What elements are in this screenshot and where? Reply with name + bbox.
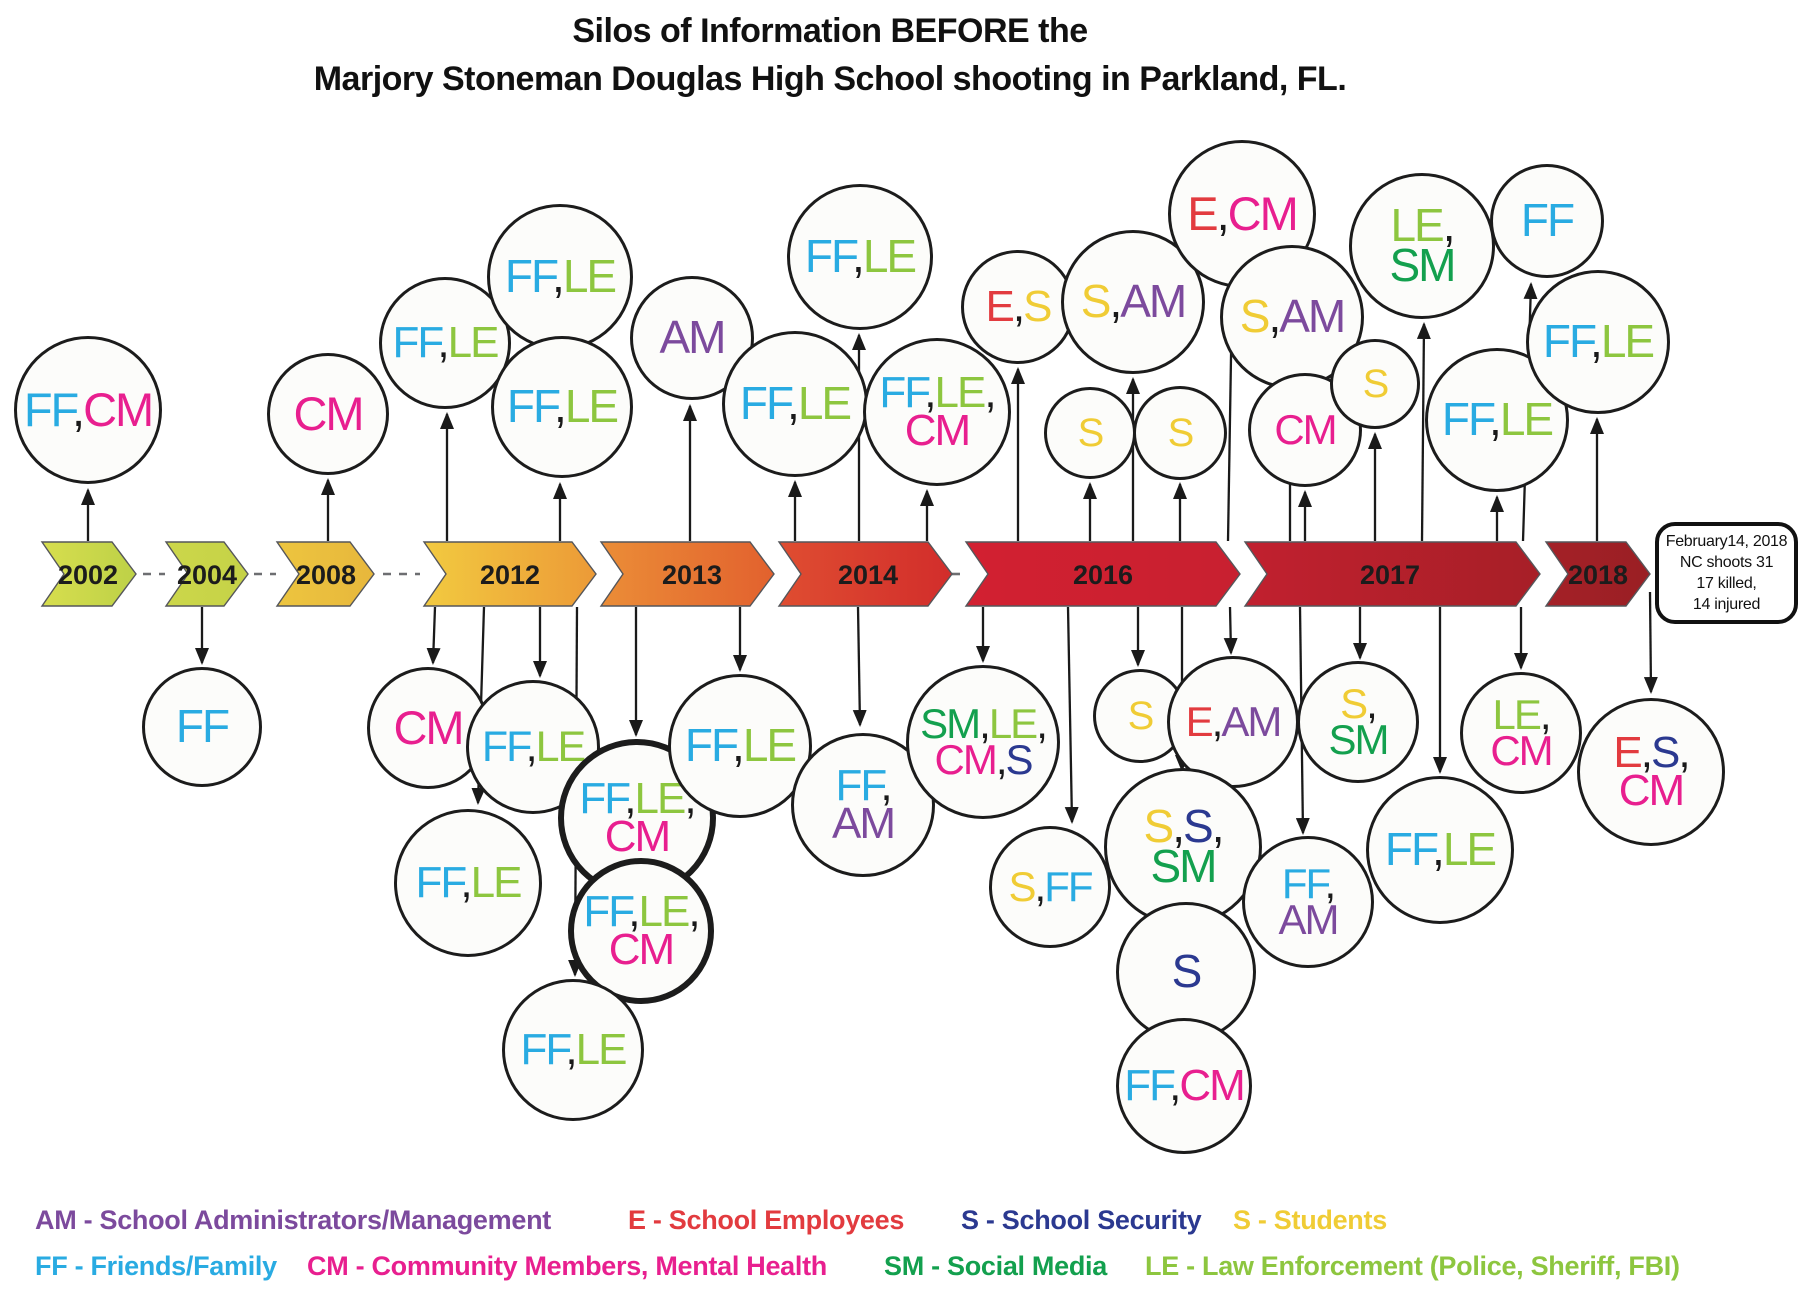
timeline-year-2004: 2004 xyxy=(177,560,237,590)
timeline-segment-2018 xyxy=(1544,541,1651,607)
bubble-ff-2004: FF xyxy=(142,667,262,787)
connector-arrow xyxy=(1064,606,1079,824)
legend-item-sm: SM - Social Media xyxy=(884,1251,1107,1281)
callout-line-date: February14, 2018 xyxy=(1665,532,1788,550)
timeline-year-2013: 2013 xyxy=(662,560,722,590)
bubble-ff-le-2017-up: FF,LE xyxy=(1425,348,1569,492)
callout-line-event: NC shoots 31 xyxy=(1679,553,1774,571)
bubble-ff-le-2012-f: FF,LE xyxy=(502,979,644,1121)
bubble-ff-le-2012-a: FF,LE xyxy=(379,277,511,409)
timeline-year-2018: 2018 xyxy=(1568,560,1628,590)
timeline-segment-2016 xyxy=(964,541,1241,607)
timeline-segment-2013 xyxy=(599,541,775,607)
bubble-ff-le-cm-2014: FF,LE,CM xyxy=(863,338,1011,486)
timeline-year-2002: 2002 xyxy=(58,560,118,590)
bubble-le-cm-2017: LE,CM xyxy=(1460,672,1582,794)
legend-item-cm: CM - Community Members, Mental Health xyxy=(307,1251,827,1281)
bubble-ff-le-2017-dn: FF,LE xyxy=(1366,776,1514,924)
bubble-ff-am-2014: FF,AM xyxy=(791,733,935,877)
bubble-ff-le-2014-a: FF,LE xyxy=(722,331,868,477)
connector-arrow xyxy=(1416,322,1431,542)
bubble-ff-cm-2016: FF,CM xyxy=(1116,1018,1252,1154)
callout-line-injured: 14 injured xyxy=(1692,596,1761,614)
connector-arrow xyxy=(1223,606,1238,655)
bubble-s-sm-2017: S,SM xyxy=(1297,661,1419,783)
bubble-ff-le-2013: FF,LE xyxy=(668,674,812,818)
bubble-ff-le-2012-c: FF,LE xyxy=(491,336,633,478)
bubble-le-sm-2017: LE,SM xyxy=(1349,173,1495,319)
title-line-2: Marjory Stoneman Douglas High School sho… xyxy=(313,59,1347,98)
bubble-ff-le-2012-b: FF,LE xyxy=(487,204,633,350)
bubble-ff-le-2014-b: FF,LE xyxy=(787,184,933,330)
legend-item-e: E - School Employees xyxy=(628,1205,905,1235)
legend-item-ff: FF - Friends/Family xyxy=(35,1251,277,1281)
bubble-s-am-2016-b: S,AM xyxy=(1220,245,1364,389)
bubble-ff-le-2012-d: FF,LE xyxy=(466,680,600,814)
legend-item-sstu: S - Students xyxy=(1233,1205,1387,1235)
bubble-s-ff-2016: S,FF xyxy=(989,826,1111,948)
legend-item-ssec: S - School Security xyxy=(961,1205,1202,1235)
event-callout: February14, 2018 NC shoots 31 17 killed,… xyxy=(1655,522,1798,624)
timeline-year-2014: 2014 xyxy=(838,560,898,590)
page-title: Silos of Information BEFORE the Marjory … xyxy=(0,8,1660,103)
timeline-segment-2008 xyxy=(275,541,375,607)
timeline-year-2017: 2017 xyxy=(1360,560,1420,590)
bubble-s-2016-a: S xyxy=(1044,387,1136,479)
timeline-year-2008: 2008 xyxy=(296,560,356,590)
connector-arrow xyxy=(852,606,867,727)
connector-arrow xyxy=(1643,591,1658,694)
connector-arrow xyxy=(426,606,441,665)
bubble-e-s-2016: E,S xyxy=(961,250,1075,364)
bubble-ff-le-cm-2013-b: FF,LE,CM xyxy=(568,858,714,1004)
timeline-segment-2012 xyxy=(422,541,597,607)
bubble-sm-le-cm-s-2014: SM,LE,CM,S xyxy=(906,665,1060,819)
bubble-ff-cm-2002: FF,CM xyxy=(14,336,162,484)
timeline-segment-2002 xyxy=(40,541,137,607)
callout-line-killed: 17 killed, xyxy=(1696,575,1757,592)
bubble-e-s-cm-2018: E,S,CM xyxy=(1577,698,1725,846)
bubble-ff-le-2018-up: FF,LE xyxy=(1526,270,1670,414)
legend-item-le: LE - Law Enforcement (Police, Sheriff, F… xyxy=(1145,1251,1680,1281)
timeline-segment-2014 xyxy=(777,541,953,607)
bubble-s-2017: S xyxy=(1330,339,1420,429)
bubble-cm-2008: CM xyxy=(267,353,389,475)
bubble-ff-am-2016: FF,AM xyxy=(1242,836,1374,968)
timeline-year-2016: 2016 xyxy=(1073,560,1133,590)
legend-item-am: AM - School Administrators/Management xyxy=(35,1205,551,1235)
title-line-1: Silos of Information BEFORE the xyxy=(572,12,1088,50)
bubble-ff-le-2012-e: FF,LE xyxy=(394,809,542,957)
timeline-segment-2017 xyxy=(1243,541,1541,607)
timeline-year-2012: 2012 xyxy=(480,560,540,590)
timeline-segment-2004 xyxy=(164,541,249,607)
bubble-s-2016-b: S xyxy=(1133,386,1227,480)
bubble-ff-2017: FF xyxy=(1490,164,1604,278)
